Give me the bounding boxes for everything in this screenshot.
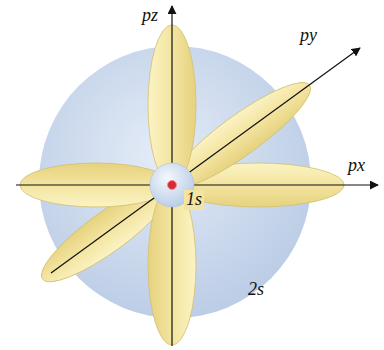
orbital-label: 2s — [246, 280, 266, 300]
axis-label: py — [298, 26, 319, 46]
x-axis — [16, 184, 378, 185]
axis-label: px — [346, 156, 367, 176]
coordinate-axes — [16, 6, 378, 346]
y-axis — [51, 48, 360, 273]
orbital-label: 1s — [184, 190, 204, 210]
axis-label: pz — [140, 6, 160, 26]
nucleus — [168, 181, 177, 190]
